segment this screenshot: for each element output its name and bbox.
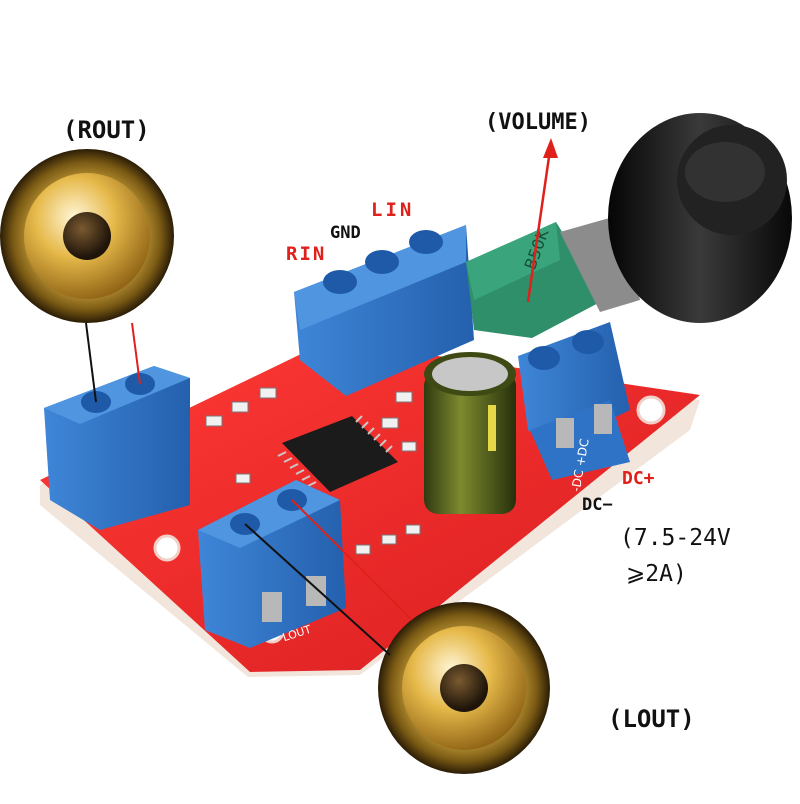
volume-label: (VOLUME) [485, 110, 591, 135]
smd-component [401, 441, 417, 452]
lout-label: (LOUT) [608, 705, 695, 733]
electrolytic-capacitor [424, 352, 516, 514]
rin-label: RIN [286, 243, 327, 265]
lout-speaker [378, 602, 550, 774]
smd-component [395, 391, 413, 403]
amplifier-ic [277, 415, 398, 492]
volume-arrow [526, 138, 558, 303]
input-terminal-block [294, 225, 474, 396]
gnd-label: GND [330, 223, 361, 243]
mount-hole [153, 534, 181, 562]
rout-wires [85, 322, 141, 403]
volume-knob[interactable] [608, 113, 792, 323]
lout-terminal-block: LOUT [198, 480, 346, 648]
smd-component [381, 417, 399, 429]
rout-speaker [0, 149, 174, 323]
smd-component [231, 401, 249, 413]
rout-label: (ROUT) [63, 116, 150, 144]
smd-component [355, 544, 371, 555]
smd-component [381, 534, 397, 545]
smd-component [259, 387, 277, 399]
smd-component [405, 524, 421, 535]
dc-plus-label: DC+ [622, 468, 655, 489]
rout-terminal-block [44, 366, 190, 530]
dc-terminal-block: -DC +DC [518, 322, 630, 493]
voltage-range-label: (7.5-24V [620, 525, 731, 551]
dc-minus-label: DC− [582, 495, 613, 515]
lin-label: LIN [371, 199, 415, 221]
mount-hole [636, 395, 666, 425]
current-rating-label: ⩾2A) [626, 561, 687, 587]
smd-component [205, 415, 223, 427]
smd-component [235, 473, 251, 484]
lout-wires [244, 499, 413, 656]
